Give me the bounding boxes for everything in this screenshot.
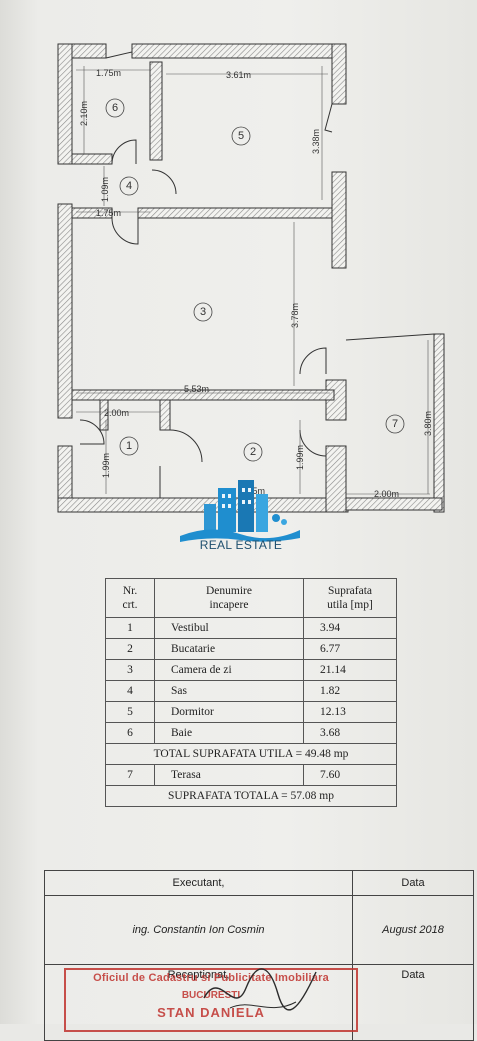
dim-bath-width: 1.75m — [96, 68, 121, 78]
room-label-3: 3 — [200, 306, 206, 318]
walls — [57, 43, 445, 513]
room-label-7: 7 — [392, 418, 398, 430]
room-label-6: 6 — [112, 102, 118, 114]
doors — [79, 51, 333, 498]
room-numbers — [105, 98, 405, 462]
executant-name: ing. Constantin Ion Cosmin — [44, 895, 353, 965]
dim-bath-height: 2.10m — [79, 101, 89, 126]
table-row: 4 Sas 1.82 — [105, 680, 397, 702]
room-label-1: 1 — [126, 440, 132, 452]
table-row: 6 Baie 3.68 — [105, 722, 397, 744]
area-table: Nr. crt. Denumire incapere Suprafata uti… — [105, 578, 397, 807]
dim-living-width: 5.53m — [184, 384, 209, 394]
dim-hall-width: 2.00m — [104, 408, 129, 418]
floor-plan: 1.75m 3.61m 2.10m 3.38m 1.09m 1.75m 3.78… — [57, 43, 445, 513]
executant-label: Executant, — [44, 870, 353, 896]
dim-sas-height: 1.09m — [100, 177, 110, 202]
total-row: SUPRAFATA TOTALA = 57.08 mp — [105, 785, 397, 807]
header-nr: Nr. crt. — [105, 578, 155, 618]
real-estate-logo-icon — [180, 480, 300, 542]
dim-terrace-width: 2.00m — [374, 489, 399, 499]
dim-bedroom-height: 3.38m — [311, 129, 321, 154]
dimension-labels: 1.75m 3.61m 2.10m 3.38m 1.09m 1.75m 3.78… — [79, 68, 433, 499]
terrace-outline — [345, 333, 435, 341]
table-row: 5 Dormitor 12.13 — [105, 701, 397, 723]
terrace-row: 7 Terasa 7.60 — [105, 764, 397, 786]
dim-kitchen-height: 1.99m — [295, 445, 305, 470]
header-area: Suprafata utila [mp] — [303, 578, 397, 618]
dim-sas-width: 1.75m — [96, 208, 121, 218]
dim-terrace-height: 3.80m — [423, 411, 433, 436]
area-table-header: Nr. crt. Denumire incapere Suprafata uti… — [105, 578, 397, 618]
dim-hall-height: 1.99m — [101, 453, 111, 478]
dim-living-height: 3.78m — [290, 303, 300, 328]
logo-text: REAL ESTATE — [199, 538, 283, 552]
table-row: 2 Bucatarie 6.77 — [105, 638, 397, 660]
room-label-4: 4 — [126, 180, 132, 192]
table-row: 1 Vestibul 3.94 — [105, 617, 397, 639]
room-label-5: 5 — [238, 130, 244, 142]
date-label: Data — [352, 870, 474, 896]
stamp-line-3: STAN DANIELA — [157, 1005, 265, 1020]
signature-icon — [203, 968, 317, 1011]
dimension-lines — [76, 66, 430, 495]
table-row: 3 Camera de zi 21.14 — [105, 659, 397, 681]
executant-date: August 2018 — [352, 895, 474, 965]
total-util-row: TOTAL SUPRAFATA UTILA = 49.48 mp — [105, 743, 397, 765]
dim-bedroom-width: 3.61m — [226, 70, 251, 80]
stamp-line-2: BUCURESTI — [181, 990, 241, 1001]
room-label-2: 2 — [250, 446, 256, 458]
date-label-2: Data — [352, 964, 474, 1041]
header-name: Denumire incapere — [154, 578, 304, 618]
